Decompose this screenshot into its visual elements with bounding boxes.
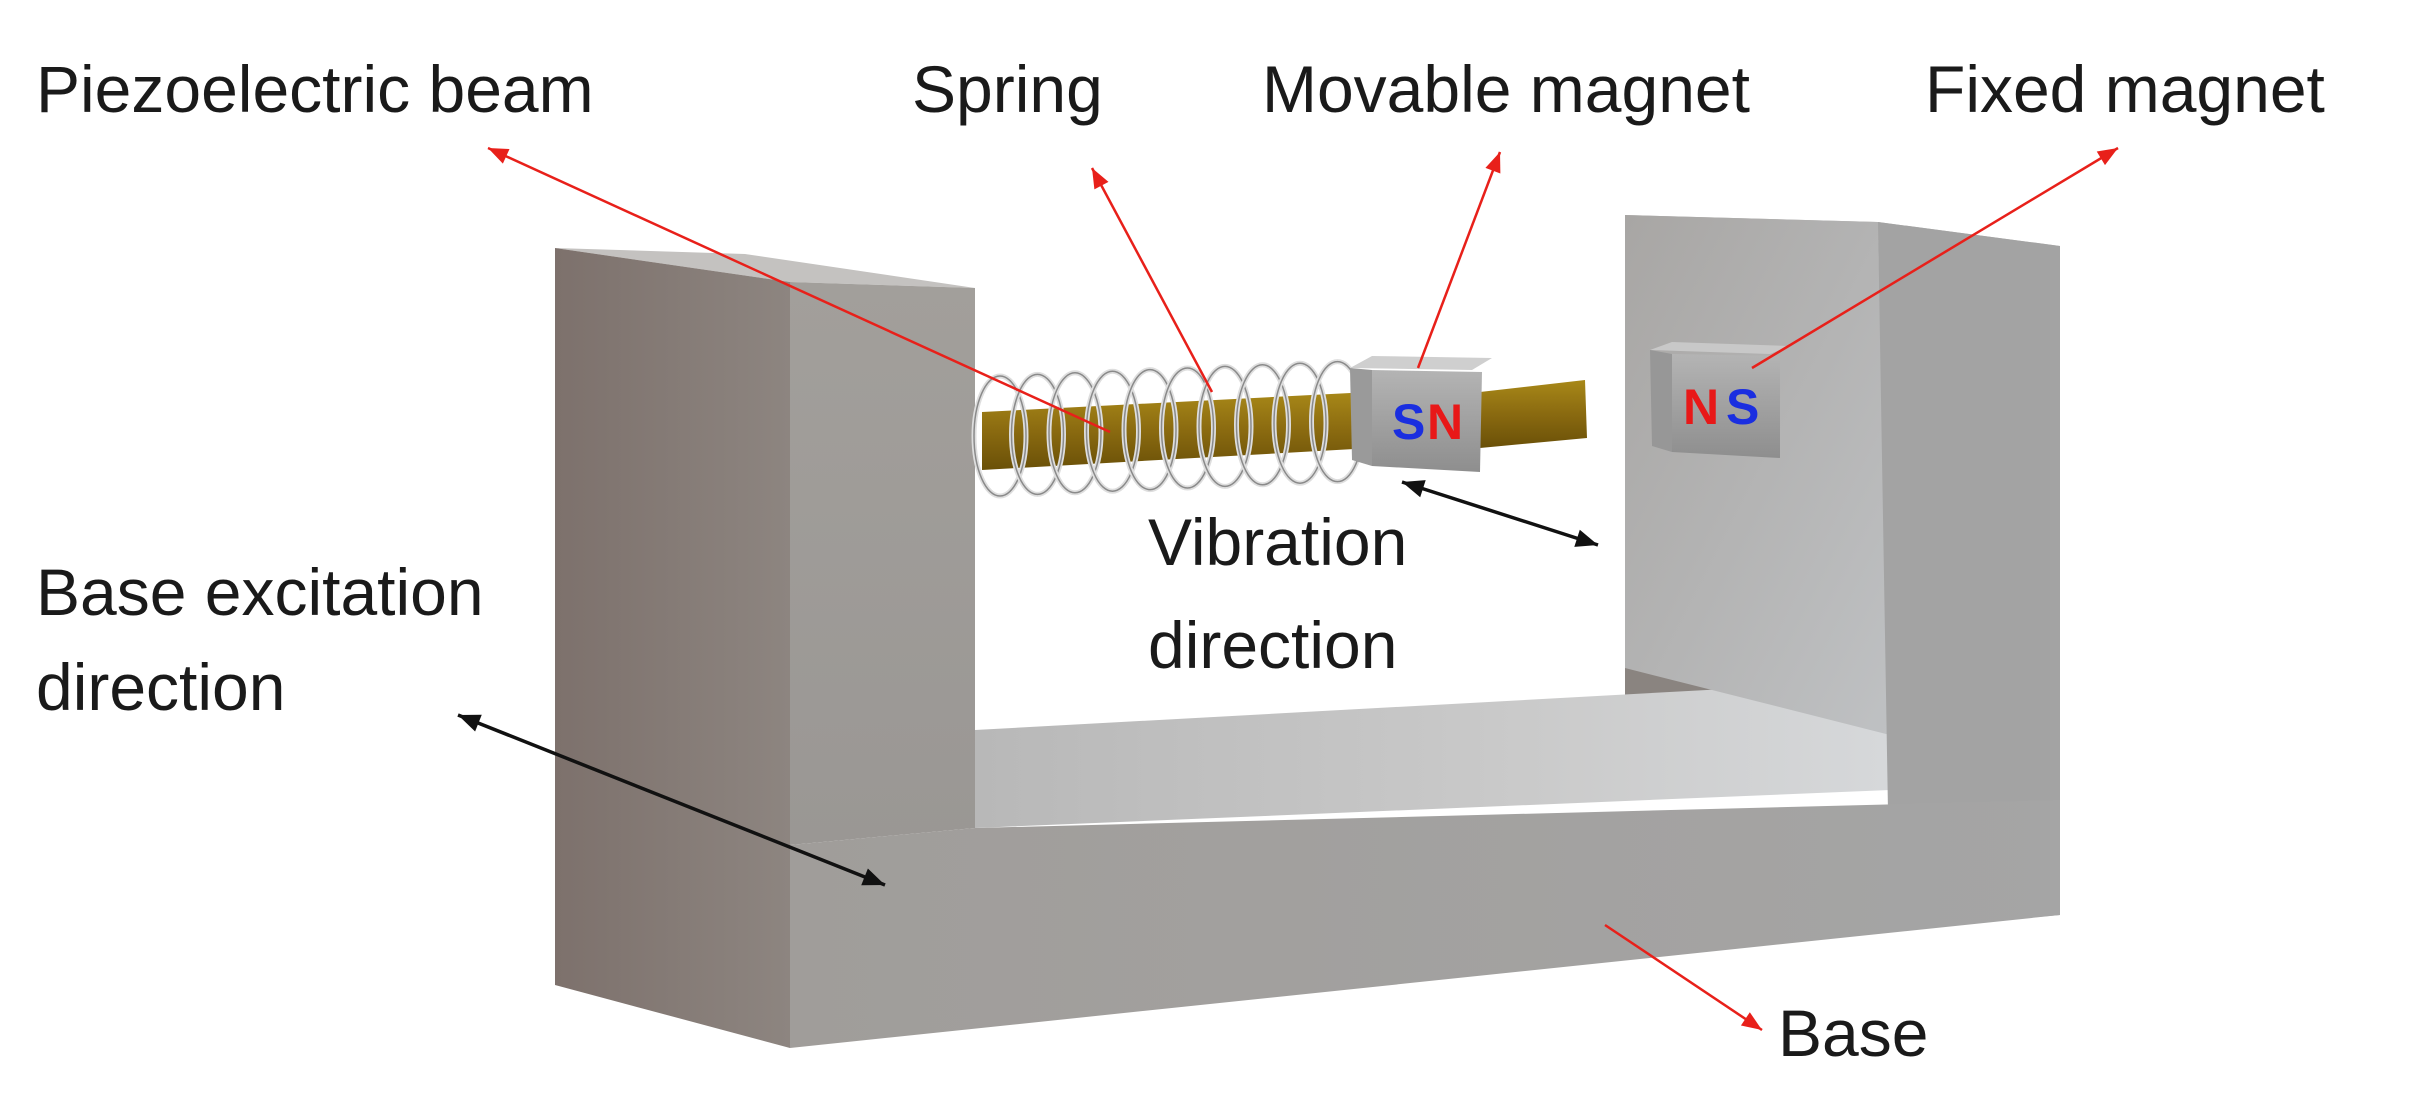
vibration-direction-arrow-head-end: [1574, 529, 1598, 547]
beam-right-segment: [1480, 380, 1587, 448]
movable-magnet: [1350, 356, 1492, 472]
fixed-magnet-side: [1650, 350, 1672, 452]
label-vibration-direction-line1: Vibration: [1148, 505, 1408, 579]
fixed-magnet: [1650, 342, 1790, 458]
spring-coil-edge: [1123, 368, 1177, 491]
vibration-direction-arrow-line: [1401, 480, 1599, 547]
movable-magnet-north-pole: N: [1427, 394, 1464, 450]
movable-magnet-leader-head: [1485, 152, 1501, 174]
base-front-face: [790, 800, 2060, 1048]
fixed-magnet-front: [1672, 354, 1780, 458]
spring-coil-edge: [1048, 372, 1102, 494]
base-excitation-direction-arrow-line: [457, 713, 886, 887]
label-fixed-magnet: Fixed magnet: [1925, 52, 2325, 126]
piezoelectric-beam-leader-head: [488, 148, 510, 164]
right-pillar-inner-face: [1625, 215, 1890, 735]
label-base: Base: [1778, 996, 1929, 1070]
fixed-magnet-leader-head: [2096, 148, 2118, 166]
spring-coil-edge: [1085, 370, 1140, 492]
left-pillar-side: [555, 248, 790, 1048]
vibration-direction-arrow: [1401, 480, 1599, 547]
movable-magnet-south-pole: S: [1392, 394, 1426, 450]
base-leader-head: [1740, 1012, 1762, 1030]
label-piezoelectric-beam: Piezoelectric beam: [36, 52, 594, 126]
spring-coil-edge: [973, 375, 1027, 497]
fixed-magnet-leader: [1751, 146, 2119, 370]
right-pillar-front: [1878, 222, 2060, 930]
fixed-magnet-north-pole: N: [1683, 379, 1720, 435]
spring-leader-line: [1090, 167, 1214, 393]
label-base-excitation-line1: Base excitation: [36, 555, 484, 629]
label-base-excitation-line2: direction: [36, 650, 286, 724]
movable-magnet-leader-line: [1416, 151, 1502, 369]
label-movable-magnet: Movable magnet: [1262, 52, 1750, 126]
fixed-magnet-top: [1650, 342, 1790, 354]
leader-arrows: [487, 146, 2119, 1032]
base-excitation-direction-arrow-head-end: [861, 868, 885, 886]
movable-magnet-leader: [1416, 151, 1502, 369]
direction-arrows: [457, 480, 1599, 887]
spring-coil-edge: [1198, 365, 1252, 488]
left-pillar-front: [790, 282, 975, 845]
movable-magnet-side: [1350, 368, 1372, 466]
spring-leader-head: [1092, 168, 1109, 190]
base-leader: [1604, 923, 1763, 1032]
fixed-magnet-south-pole: S: [1726, 379, 1760, 435]
base-excitation-direction-arrow: [457, 713, 886, 887]
spring-coil-edge: [1273, 362, 1327, 484]
label-vibration-direction-line2: direction: [1148, 608, 1398, 682]
label-spring: Spring: [912, 52, 1103, 126]
spring-coil-edge: [1160, 367, 1215, 489]
vibration-direction-arrow-head-start: [1402, 480, 1426, 498]
piezoelectric-beam-leader-line: [487, 146, 1111, 434]
movable-magnet-front: [1372, 370, 1482, 472]
spring-coil-edge: [1235, 364, 1290, 486]
base-excitation-direction-arrow-head-start: [458, 714, 482, 732]
piezoelectric-beam-leader: [487, 146, 1111, 434]
fixed-magnet-leader-line: [1751, 146, 2119, 370]
spring-leader: [1090, 167, 1214, 393]
base-floor: [975, 680, 1890, 828]
base-leader-line: [1604, 923, 1763, 1032]
left-pillar-top: [555, 248, 975, 288]
spring-coil-edge: [1010, 373, 1065, 496]
